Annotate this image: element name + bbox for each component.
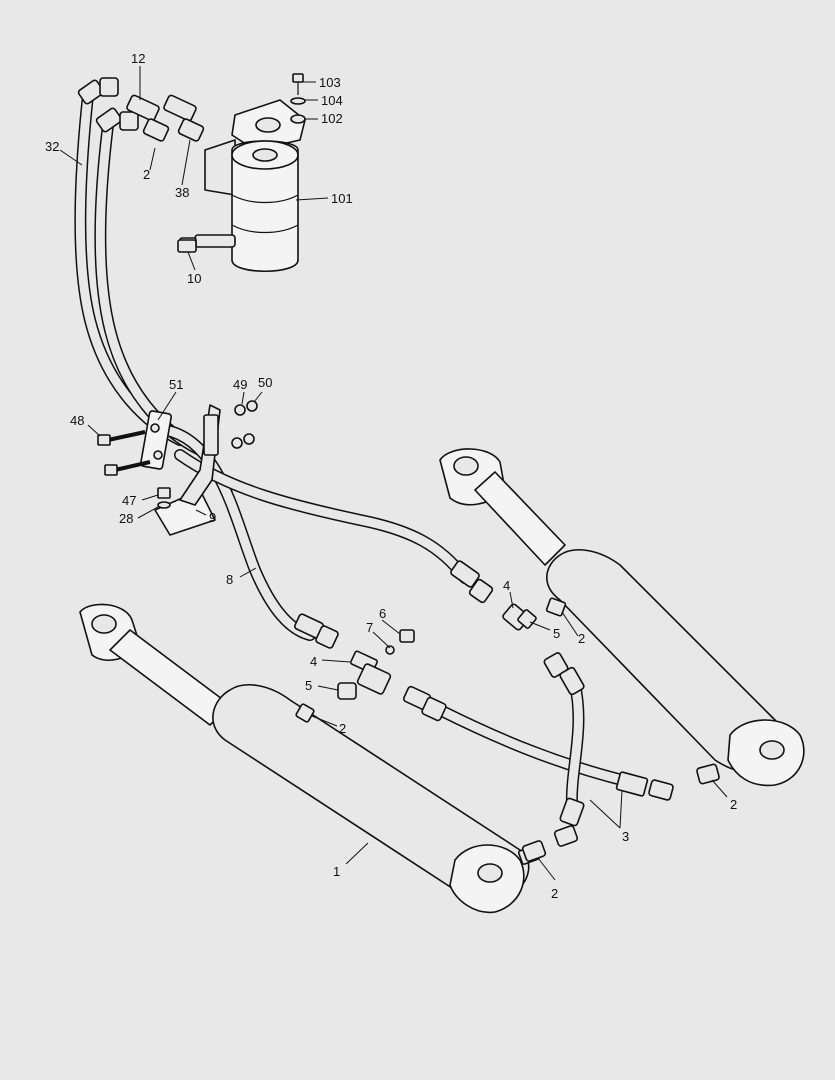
callout-8: 8: [226, 572, 233, 587]
clamp-51: [139, 410, 173, 470]
callout-5: 5: [553, 626, 560, 641]
callout-3: 3: [622, 829, 629, 844]
callout-4: 4: [503, 578, 510, 593]
callout-6: 6: [379, 606, 386, 621]
callout-2: 2: [143, 167, 150, 182]
callout-9: 9: [209, 510, 216, 525]
steering-valve-101: [126, 94, 306, 273]
hose-32: [74, 89, 206, 456]
bolt-103-washer-104: [290, 73, 306, 124]
callout-38: 38: [175, 185, 189, 200]
callout-2: 2: [339, 721, 346, 736]
callout-10: 10: [187, 271, 201, 286]
callout-103: 103: [319, 75, 341, 90]
callout-32: 32: [45, 139, 59, 154]
callout-1: 1: [333, 864, 340, 879]
callout-49: 49: [233, 377, 247, 392]
hose-3b: [565, 679, 585, 814]
cylinder-2: [439, 448, 805, 787]
bracket-9: [154, 404, 221, 536]
leader-lines: [59, 66, 728, 881]
callout-labels: 12 32 2 38 10 103 104 102 101 51 49 50 4…: [45, 51, 737, 901]
callout-2: 2: [551, 886, 558, 901]
callout-12: 12: [131, 51, 145, 66]
tee-fitting-right: [502, 603, 537, 631]
callout-101: 101: [331, 191, 353, 206]
callout-47: 47: [122, 493, 136, 508]
fitting-2-lower: [521, 763, 720, 862]
fitting-10: [177, 239, 197, 253]
hose-upper-long: [174, 449, 471, 584]
callout-102: 102: [321, 111, 343, 126]
callout-2: 2: [730, 797, 737, 812]
callout-50: 50: [258, 375, 272, 390]
callout-51: 51: [169, 377, 183, 392]
hose-8: [159, 424, 316, 641]
callout-4: 4: [310, 654, 317, 669]
hose-end-fittings: [77, 77, 674, 827]
bolts-48: [97, 430, 151, 476]
callout-5: 5: [305, 678, 312, 693]
bolt-47-washer-28: [157, 487, 171, 509]
callout-104: 104: [321, 93, 343, 108]
cylinder-1: [79, 603, 541, 914]
callout-48: 48: [70, 413, 84, 428]
callout-7: 7: [366, 620, 373, 635]
callout-2: 2: [578, 631, 585, 646]
nuts-49-50: [231, 400, 258, 449]
hose-3a: [434, 704, 636, 788]
callout-28: 28: [119, 511, 133, 526]
tee-fitting-left: [337, 629, 415, 700]
